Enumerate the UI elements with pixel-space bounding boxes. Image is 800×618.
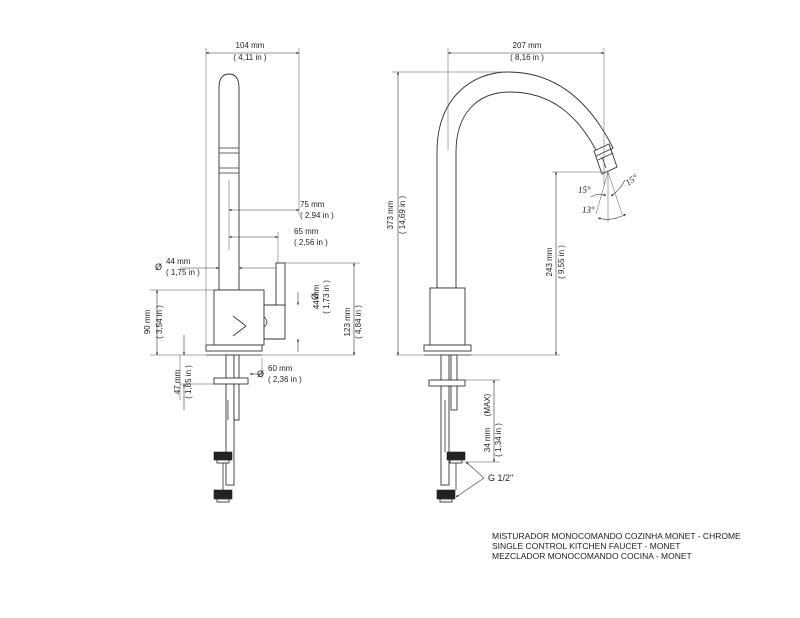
dim-spout-reach-mm: 207 mm [513,41,542,50]
dim-body-height-in: ( 3,54 in ) [155,305,164,339]
dim-counter-thickness-mm: 34 mm [483,427,492,452]
dim-total-height-in: ( 14,69 in ) [398,196,407,235]
dim-total-height-mm: 373 mm [386,200,395,229]
dim-handle-offset-in: ( 2,56 in ) [294,238,328,247]
front-hose-fitting-upper [446,451,466,461]
front-gooseneck-spout [436,71,614,289]
side-body [213,289,265,346]
title-block: MISTURADOR MONOCOMANDO COZINHA MONET - C… [492,531,792,561]
dim-spout-diameter-in: ( 1,75 in ) [166,268,200,277]
dim-width-mm: 104 mm [236,41,265,50]
dim-outlet-height-in: ( 9,55 in ) [557,245,566,279]
dim-handle-diameter-mm: 44 mm [312,284,321,309]
dim-under-counter-in: ( 1,85 in ) [184,365,193,399]
dim-handle-reach-mm: 75 mm [300,200,325,209]
side-hose-fitting-lower [213,489,233,500]
dim-handle-reach-in: ( 2,94 in ) [300,211,334,220]
title-line-pt: MISTURADOR MONOCOMANDO COZINHA MONET - C… [492,531,741,541]
front-base [423,344,472,352]
dim-width-in: ( 4,11 in ) [233,53,267,62]
side-handle-lever [275,262,286,306]
thread-size-label: G 1/2'' [488,473,514,483]
dim-spout-reach-in: ( 8,16 in ) [510,53,544,62]
side-base [205,344,263,352]
angle-label-3: 13° [582,205,595,215]
dim-spout-diameter-symbol: Ø [155,262,162,272]
dim-base-diameter-in: ( 2,36 in ) [268,375,302,384]
side-hose-fitting-upper [213,451,233,461]
dim-base-diameter-mm: 60 mm [268,364,293,373]
side-view: 104 mm ( 4,11 in ) 75 mm ( 2,94 in ) 65 … [143,41,363,503]
title-line-en: SINGLE CONTROL KITCHEN FAUCET - MONET [492,541,681,551]
front-view: 207 mm ( 8,16 in ) 373 mm ( 14,69 in ) 2… [386,41,640,503]
dim-body-height-mm: 90 mm [143,309,152,334]
dim-handle-diameter-in: ( 1,73 in ) [322,280,331,314]
dim-handle-height-mm: 123 mm [343,307,352,336]
dim-base-diameter-symbol: Ø [257,369,264,379]
dim-under-counter-mm: 47 mm [173,369,182,394]
dim-handle-height-in: ( 4,84 in ) [354,305,363,339]
dim-spout-diameter-mm: 44 mm [166,257,191,266]
angle-label-1: 15° [578,185,591,195]
side-mount-nut [213,377,249,385]
front-mount-nut [428,379,466,387]
dim-outlet-height-mm: 243 mm [545,247,554,276]
front-hose-fitting-lower [436,489,456,500]
dim-counter-thickness-in: ( 1,34 in ) [494,423,503,457]
dim-handle-diameter-symbol: Ø [310,293,320,300]
title-line-es: MEZCLADOR MONOCOMANDO COCINA - MONET [492,551,692,561]
angle-label-2: 15° [623,172,639,188]
front-body [429,287,466,346]
dim-handle-offset-mm: 65 mm [294,227,319,236]
dim-counter-thickness-note: (MAX) [483,393,492,416]
